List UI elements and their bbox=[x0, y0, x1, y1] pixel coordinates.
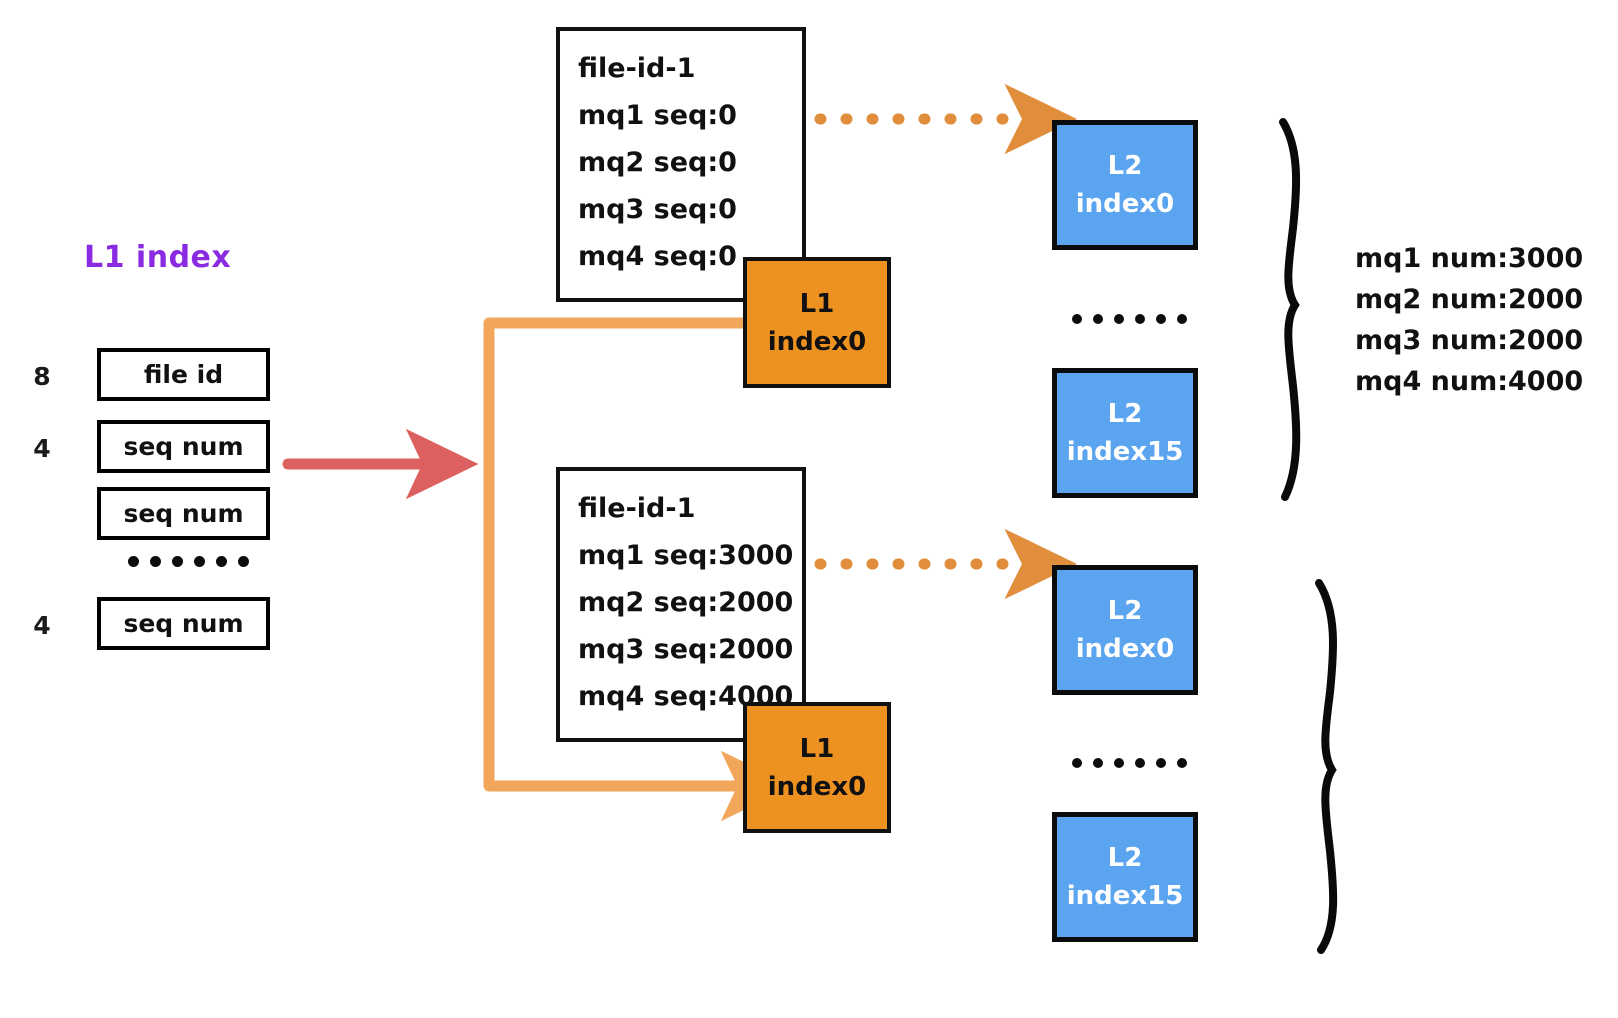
l2-node-line2: index15 bbox=[1066, 437, 1184, 467]
l2-node-line2: index15 bbox=[1066, 881, 1184, 911]
l1-node-line2: index0 bbox=[767, 771, 867, 802]
l2-node-group1-last[interactable]: L2 index15 bbox=[1052, 368, 1198, 498]
field-size-label: 4 bbox=[33, 611, 51, 640]
mq-num-line: mq3 num:2000 bbox=[1355, 325, 1584, 356]
mq-num-line: mq2 num:2000 bbox=[1355, 284, 1584, 315]
record-field-seq-num: seq num bbox=[97, 487, 270, 540]
record-field-label: file id bbox=[143, 360, 224, 389]
l1-node-top[interactable]: L1 index0 bbox=[743, 257, 891, 388]
l2-node-line1: L2 bbox=[1107, 399, 1143, 429]
file-seq-line: mq1 seq:3000 bbox=[578, 540, 794, 571]
l2-node-group2-last[interactable]: L2 index15 bbox=[1052, 812, 1198, 942]
file-seq-line: mq4 seq:0 bbox=[578, 241, 737, 272]
file-seq-line: mq3 seq:2000 bbox=[578, 634, 794, 665]
l2-node-line1: L2 bbox=[1107, 843, 1143, 873]
record-field-label: seq num bbox=[123, 609, 244, 638]
curly-brace-icon bbox=[1315, 579, 1338, 954]
record-field-label: seq num bbox=[123, 499, 244, 528]
record-field-seq-num: seq num bbox=[97, 420, 270, 473]
file-id-label: file-id-1 bbox=[578, 53, 696, 84]
l2-node-line2: index0 bbox=[1075, 189, 1175, 219]
field-size-label: 8 bbox=[33, 362, 51, 391]
mq-num-line: mq4 num:4000 bbox=[1355, 366, 1584, 397]
file-block-bottom: file-id-1 mq1 seq:3000 mq2 seq:2000 mq3 … bbox=[556, 467, 806, 742]
l2-group2-ellipsis bbox=[1072, 758, 1187, 768]
record-field-label: seq num bbox=[123, 432, 244, 461]
file-id-label: file-id-1 bbox=[578, 493, 696, 524]
mq-num-summary: mq1 num:3000 mq2 num:2000 mq3 num:2000 m… bbox=[1355, 238, 1583, 402]
record-field-seq-num: seq num bbox=[97, 597, 270, 650]
file-seq-line: mq2 seq:0 bbox=[578, 147, 737, 178]
l1-node-line1: L1 bbox=[799, 288, 835, 319]
l1-node-line2: index0 bbox=[767, 326, 867, 357]
l2-node-group2-first[interactable]: L2 index0 bbox=[1052, 565, 1198, 695]
curly-brace-icon bbox=[1279, 118, 1301, 501]
field-size-label: 4 bbox=[33, 434, 51, 463]
record-ellipsis bbox=[128, 556, 249, 567]
l1-node-bottom[interactable]: L1 index0 bbox=[743, 702, 891, 833]
l2-group1-ellipsis bbox=[1072, 314, 1187, 324]
file-seq-line: mq2 seq:2000 bbox=[578, 587, 794, 618]
l1-node-line1: L1 bbox=[799, 733, 835, 764]
l2-node-line1: L2 bbox=[1107, 596, 1143, 626]
file-seq-line: mq1 seq:0 bbox=[578, 100, 737, 131]
file-block-top: file-id-1 mq1 seq:0 mq2 seq:0 mq3 seq:0 … bbox=[556, 27, 806, 302]
l2-node-group1-first[interactable]: L2 index0 bbox=[1052, 120, 1198, 250]
record-field-file-id: file id bbox=[97, 348, 270, 401]
l2-node-line1: L2 bbox=[1107, 151, 1143, 181]
l2-node-line2: index0 bbox=[1075, 634, 1175, 664]
mq-num-line: mq1 num:3000 bbox=[1355, 243, 1584, 274]
file-seq-line: mq3 seq:0 bbox=[578, 194, 737, 225]
page-title: L1 index bbox=[84, 240, 232, 275]
